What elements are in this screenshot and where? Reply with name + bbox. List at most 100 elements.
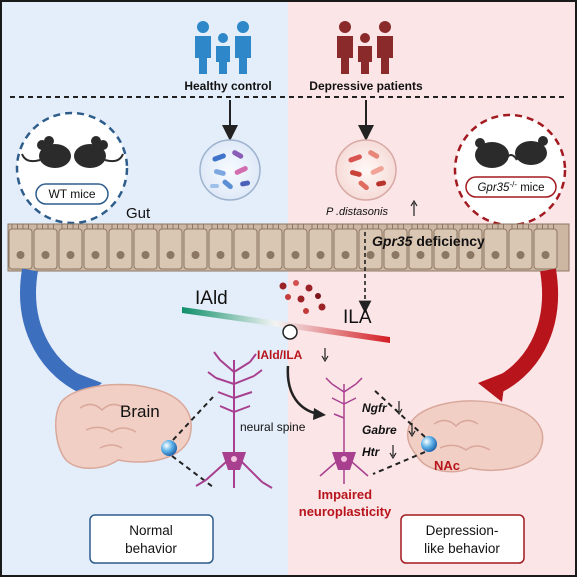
ko-mice-icon [475, 136, 548, 168]
gut-label: Gut [126, 205, 151, 222]
left-nac-ball [161, 440, 177, 456]
gene-list: Ngfr Gabre Htr [362, 401, 416, 460]
ko-mice-badge [465, 176, 557, 198]
epithelial-cell [183, 228, 208, 270]
neural-spine-label: neural spine [240, 420, 306, 434]
ratio-pivot [282, 324, 298, 340]
right-zoom-line-bottom [372, 451, 426, 475]
epithelial-nucleus [316, 251, 325, 259]
gene-gabre: Gabre [362, 423, 397, 437]
epithelial-cell [108, 228, 133, 270]
brain-label: Brain [120, 402, 160, 421]
epithelial-cell [408, 228, 433, 270]
wt-mice-badge [35, 183, 109, 205]
epithelial-cell [208, 228, 233, 270]
ratio-down-arrowhead [321, 355, 329, 363]
impaired-neuron-nucleus [341, 456, 347, 462]
gene-ngfr: Ngfr [362, 401, 388, 415]
epithelial-cell [83, 228, 108, 270]
epithelial-nucleus [66, 251, 75, 259]
epithelial-nucleus [441, 251, 450, 259]
epithelial-cell [308, 228, 333, 270]
right-big-arrowhead [478, 372, 506, 402]
epithelial-nucleus [466, 251, 475, 259]
ko-superscript: -/- [509, 180, 517, 189]
impaired-line1: Impaired [318, 487, 372, 502]
neuron-curved-arrowhead [313, 408, 326, 420]
normal-behavior-box [89, 514, 214, 564]
epithelial-cell [333, 228, 358, 270]
depression-behavior-line1: Depression- [426, 523, 499, 538]
ko-mice-suffix: mice [517, 182, 544, 194]
depression-behavior-line2: like behavior [424, 541, 500, 556]
epithelial-nucleus [291, 251, 300, 259]
epithelial-cell [283, 228, 308, 270]
iald-label: IAld [195, 288, 228, 309]
epithelial-nucleus [391, 251, 400, 259]
epithelial-nucleus [91, 251, 100, 259]
gene-htr: Htr [362, 445, 381, 459]
gene-down-arrows [389, 401, 416, 460]
epithelial-cell [458, 228, 483, 270]
ratio-balance-bar [182, 307, 390, 343]
wt-mice-label: WT mice [48, 187, 95, 201]
epithelial-nucleus [341, 251, 350, 259]
normal-neuron-nucleus [231, 456, 237, 462]
neuron-curved-arrow [286, 365, 319, 416]
epithelial-cell [258, 228, 283, 270]
normal-behavior-line1: Normal [129, 523, 173, 538]
deficiency-word: deficiency [412, 233, 485, 249]
impaired-line2: neuroplasticity [299, 504, 392, 519]
deficiency-gene: Gpr35 [372, 233, 413, 249]
epithelial-nucleus [16, 251, 25, 259]
epithelial-nucleus [191, 251, 200, 259]
epithelial-nucleus [241, 251, 250, 259]
bacteria-label: P .distasonis [326, 206, 388, 218]
epithelial-nucleus [416, 251, 425, 259]
nac-label: NAc [434, 458, 460, 473]
wt-mice-circle [15, 111, 129, 225]
epithelial-cell [133, 228, 158, 270]
healthy-control-label: Healthy control [184, 79, 271, 93]
epithelial-nucleus [491, 251, 500, 259]
patient-people-icon [337, 21, 393, 74]
epithelial-cell [233, 228, 258, 270]
epithelial-cell [533, 228, 558, 270]
metabolite-dots [279, 280, 326, 314]
normal-behavior-line2: behavior [125, 541, 177, 556]
ko-gene-name: Gpr35 [477, 182, 510, 194]
depression-behavior-box [400, 514, 525, 564]
ko-mice-circle [453, 113, 567, 227]
epithelial-cell [508, 228, 533, 270]
epithelial-cell [33, 228, 58, 270]
epithelial-cell [158, 228, 183, 270]
epithelial-nucleus [216, 251, 225, 259]
epithelial-nucleus [516, 251, 525, 259]
left-brain-icon [54, 383, 192, 469]
epithelial-cell [58, 228, 83, 270]
ratio-label: IAld/ILA [257, 348, 303, 362]
ko-mice-label: Gpr35-/- mice [477, 180, 544, 194]
epithelial-nucleus [166, 251, 175, 259]
epithelial-nucleus [266, 251, 275, 259]
epithelial-nucleus [116, 251, 125, 259]
epithelial-cell [433, 228, 458, 270]
patient-microbiota-dish [335, 139, 397, 201]
right-zoom-line-top [372, 388, 426, 438]
epithelial-cell [8, 228, 33, 270]
epithelial-cell [383, 228, 408, 270]
bacteria-up-arrowhead [410, 199, 418, 207]
healthy-people-icon [195, 21, 251, 74]
depressive-patients-label: Depressive patients [309, 79, 423, 93]
normal-neuron-icon [195, 351, 273, 489]
impaired-neuron-icon [319, 377, 369, 484]
epithelial-nucleus [541, 251, 550, 259]
epithelial-cell [483, 228, 508, 270]
healthy-microbiota-dish [199, 139, 261, 201]
epithelial-nucleus [366, 251, 375, 259]
right-nac-ball [421, 436, 437, 452]
left-zoom-line-top [172, 396, 214, 441]
